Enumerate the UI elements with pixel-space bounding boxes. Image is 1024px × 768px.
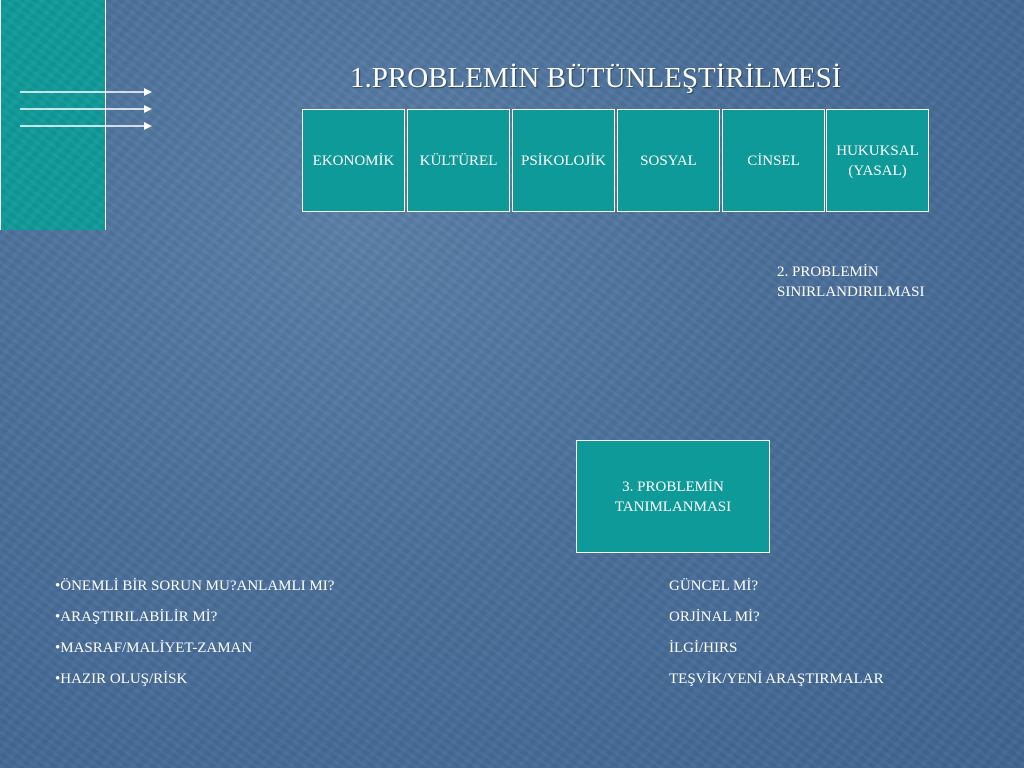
left-criteria-list: •ÖNEMLİ BİR SORUN MU?ANLAMLI MI? •ARAŞTI… [55,576,334,700]
category-label: SOSYAL [640,152,697,169]
arrows-icon [20,88,152,130]
category-cinsel: CİNSEL [722,109,825,212]
list-item: GÜNCEL Mİ? [669,578,759,594]
list-item: •ARAŞTIRILABİLİR Mİ? [55,609,218,625]
list-item: •ÖNEMLİ BİR SORUN MU?ANLAMLI MI? [55,578,335,594]
connector-column [0,0,106,230]
category-ekonomik: EKONOMİK [302,109,405,212]
category-label: PSİKOLOJİK [520,152,606,169]
list-item: İLGİ/HIRS [669,640,738,656]
right-criteria-list: GÜNCEL Mİ? ORJİNAL Mİ? İLGİ/HIRS TEŞVİK/… [669,576,884,700]
category-kulturel: KÜLTÜREL [407,109,510,212]
step2-label: 2. PROBLEMİN SINIRLANDIRILMASI [777,264,925,300]
step3-box: 3. PROBLEMİN TANIMLANMASI [576,440,770,553]
category-sosyal: SOSYAL [617,109,720,212]
category-label: KÜLTÜREL [419,152,498,169]
category-hukuksal: HUKUKSAL (YASAL) [826,109,929,212]
list-item: •HAZIR OLUŞ/RİSK [55,671,188,687]
list-item: TEŞVİK/YENİ ARAŞTIRMALAR [669,671,884,687]
category-label: CİNSEL [747,152,800,169]
category-psikolojik: PSİKOLOJİK [512,109,615,212]
category-label: EKONOMİK [312,152,395,169]
list-item: ORJİNAL Mİ? [669,609,760,625]
category-label: HUKUKSAL (YASAL) [836,142,919,179]
list-item: •MASRAF/MALİYET-ZAMAN [55,640,253,656]
page-title: 1.PROBLEMİN BÜTÜNLEŞTİRİLMESİ [350,62,842,94]
step3-label: 3. PROBLEMİN TANIMLANMASI [614,478,732,515]
